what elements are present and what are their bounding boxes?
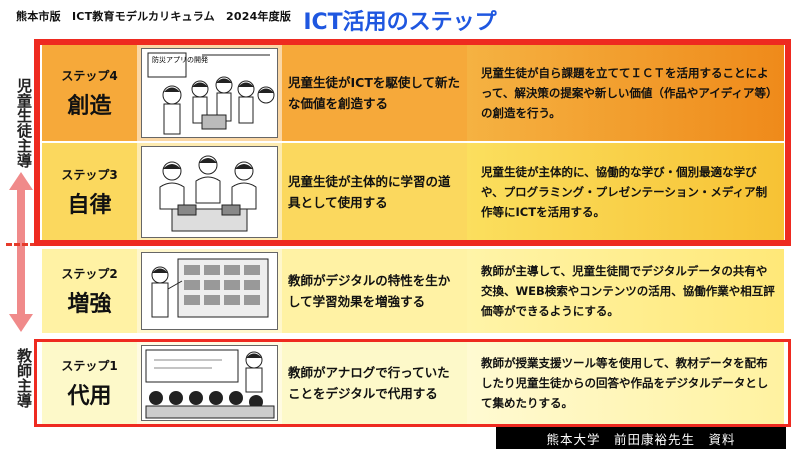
step-label: ステップ3 — [61, 167, 118, 182]
step-label-cell: ステップ1 代用 — [42, 342, 137, 424]
step-name: 代用 — [67, 383, 112, 409]
group-work-illustration — [141, 146, 278, 238]
step-illustration-cell: 防災アプリの開発 — [137, 45, 282, 141]
step-summary: 児童生徒がICTを駆使して新たな価値を創造する — [282, 45, 467, 141]
side-label-student-led: 児童生徒主導 — [15, 78, 33, 168]
step-illustration-cell — [137, 342, 282, 424]
step-row-3: ステップ3 自律 児童生徒が主体的に学習の道具として使用する 児童生徒が主体的に… — [42, 143, 784, 241]
step-label-cell: ステップ4 創造 — [42, 45, 137, 141]
step-label: ステップ4 — [61, 68, 118, 83]
step-name: 自律 — [67, 192, 112, 218]
header-left-text: 熊本市版 ICT教育モデルカリキュラム 2024年度版 — [16, 10, 292, 23]
step-name: 増強 — [67, 291, 112, 317]
step-summary: 教師がデジタルの特性を生かして学習効果を増強する — [282, 249, 467, 333]
double-arrow-icon — [9, 172, 33, 332]
page-title: ICT活用のステップ — [303, 10, 497, 35]
credit-banner: 熊本大学 前田康裕先生 資料 — [496, 427, 786, 449]
step-summary: 教師がアナログで行っていたことをデジタルで代用する — [282, 342, 467, 424]
screen-share-illustration — [141, 252, 278, 330]
step-description: 児童生徒が自ら課題を立ててＩＣＴを活用することによって、解決策の提案や新しい価値… — [467, 45, 784, 141]
step-label: ステップ2 — [61, 266, 118, 281]
step-illustration-cell — [137, 143, 282, 241]
image-caption: 防災アプリの開発 — [152, 55, 208, 64]
lecture-illustration — [141, 345, 278, 421]
divider-dashed-line — [6, 243, 36, 246]
step-label: ステップ1 — [61, 358, 118, 373]
side-label-teacher-led: 教師主導 — [15, 348, 33, 408]
step-row-2: ステップ2 増強 教師がデジタルの特性を生かして学習効果を増強する 教師が主導し… — [42, 249, 784, 333]
step-row-1: ステップ1 代用 教師がアナログで行っていたことをデジタルで代用する 教師が授業… — [42, 342, 784, 424]
step-summary: 児童生徒が主体的に学習の道具として使用する — [282, 143, 467, 241]
step-description: 教師が主導して、児童生徒間でデジタルデータの共有や交換、WEB検索やコンテンツの… — [467, 249, 784, 333]
step-description: 児童生徒が主体的に、協働的な学び・個別最適な学びや、プログラミング・プレゼンテー… — [467, 143, 784, 241]
step-row-4: ステップ4 創造 防災アプリの開発 児童生徒がICTを駆使して新たな価値を創造す… — [42, 45, 784, 141]
step-name: 創造 — [67, 93, 112, 119]
step-description: 教師が授業支援ツール等を使用して、教材データを配布したり児童生徒からの回答や作品… — [467, 342, 784, 424]
step-illustration-cell — [137, 249, 282, 333]
classroom-illustration: 防災アプリの開発 — [141, 48, 278, 138]
step-label-cell: ステップ3 自律 — [42, 143, 137, 241]
step-label-cell: ステップ2 増強 — [42, 249, 137, 333]
